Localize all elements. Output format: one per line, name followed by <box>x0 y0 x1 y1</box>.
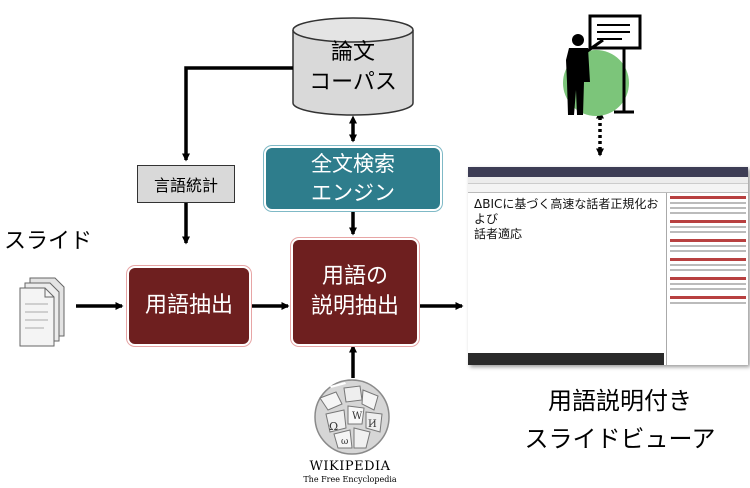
slides-label: スライド <box>4 229 93 254</box>
svg-text:W: W <box>352 411 363 422</box>
viewer-caption: 用語説明付き スライドビューア <box>524 387 716 453</box>
wikipedia-globe-icon: Ω W И ω <box>314 379 390 455</box>
fulltext-search-engine-label: 全文検索 エンジン <box>311 151 395 205</box>
presenter-icon <box>563 14 642 116</box>
corpus-cylinder <box>292 17 414 116</box>
language-statistics-label: 言語統計 <box>153 176 218 195</box>
language-statistics-box: 言語統計 <box>137 165 235 203</box>
arrow-corpus-to-stats <box>182 66 293 162</box>
term-extraction-label: 用語抽出 <box>144 293 233 318</box>
term-extraction-box: 用語抽出 <box>129 268 249 344</box>
viewer-slide: ΔBICに基づく高速な話者正規化および 話者適応 <box>468 193 664 353</box>
svg-text:И: И <box>368 419 377 430</box>
corpus-label: 論文 コーパス <box>309 40 397 95</box>
viewer-playback-bar <box>468 353 664 365</box>
viewer-titlebar <box>468 167 748 177</box>
term-explanation-extraction-box: 用語の 説明抽出 <box>293 240 417 344</box>
viewer-menubar <box>468 177 748 184</box>
viewer-explanation-panel <box>666 193 748 365</box>
term-explanation-extraction-label: 用語の 説明抽出 <box>310 264 399 319</box>
wikipedia-tagline: The Free Encyclopedia <box>303 475 397 484</box>
viewer-addressbar <box>468 184 748 193</box>
viewer-slide-title: ΔBICに基づく高速な話者正規化および 話者適応 <box>474 197 659 241</box>
wikipedia-wordmark: WIKIPEDIA <box>309 459 391 474</box>
slide-viewer-screenshot: ΔBICに基づく高速な話者正規化および 話者適応 <box>468 167 748 365</box>
svg-text:ω: ω <box>341 437 348 447</box>
svg-text:Ω: Ω <box>329 420 338 433</box>
slides-stack-icon <box>19 277 65 347</box>
fulltext-search-engine-box: 全文検索 エンジン <box>266 148 440 209</box>
